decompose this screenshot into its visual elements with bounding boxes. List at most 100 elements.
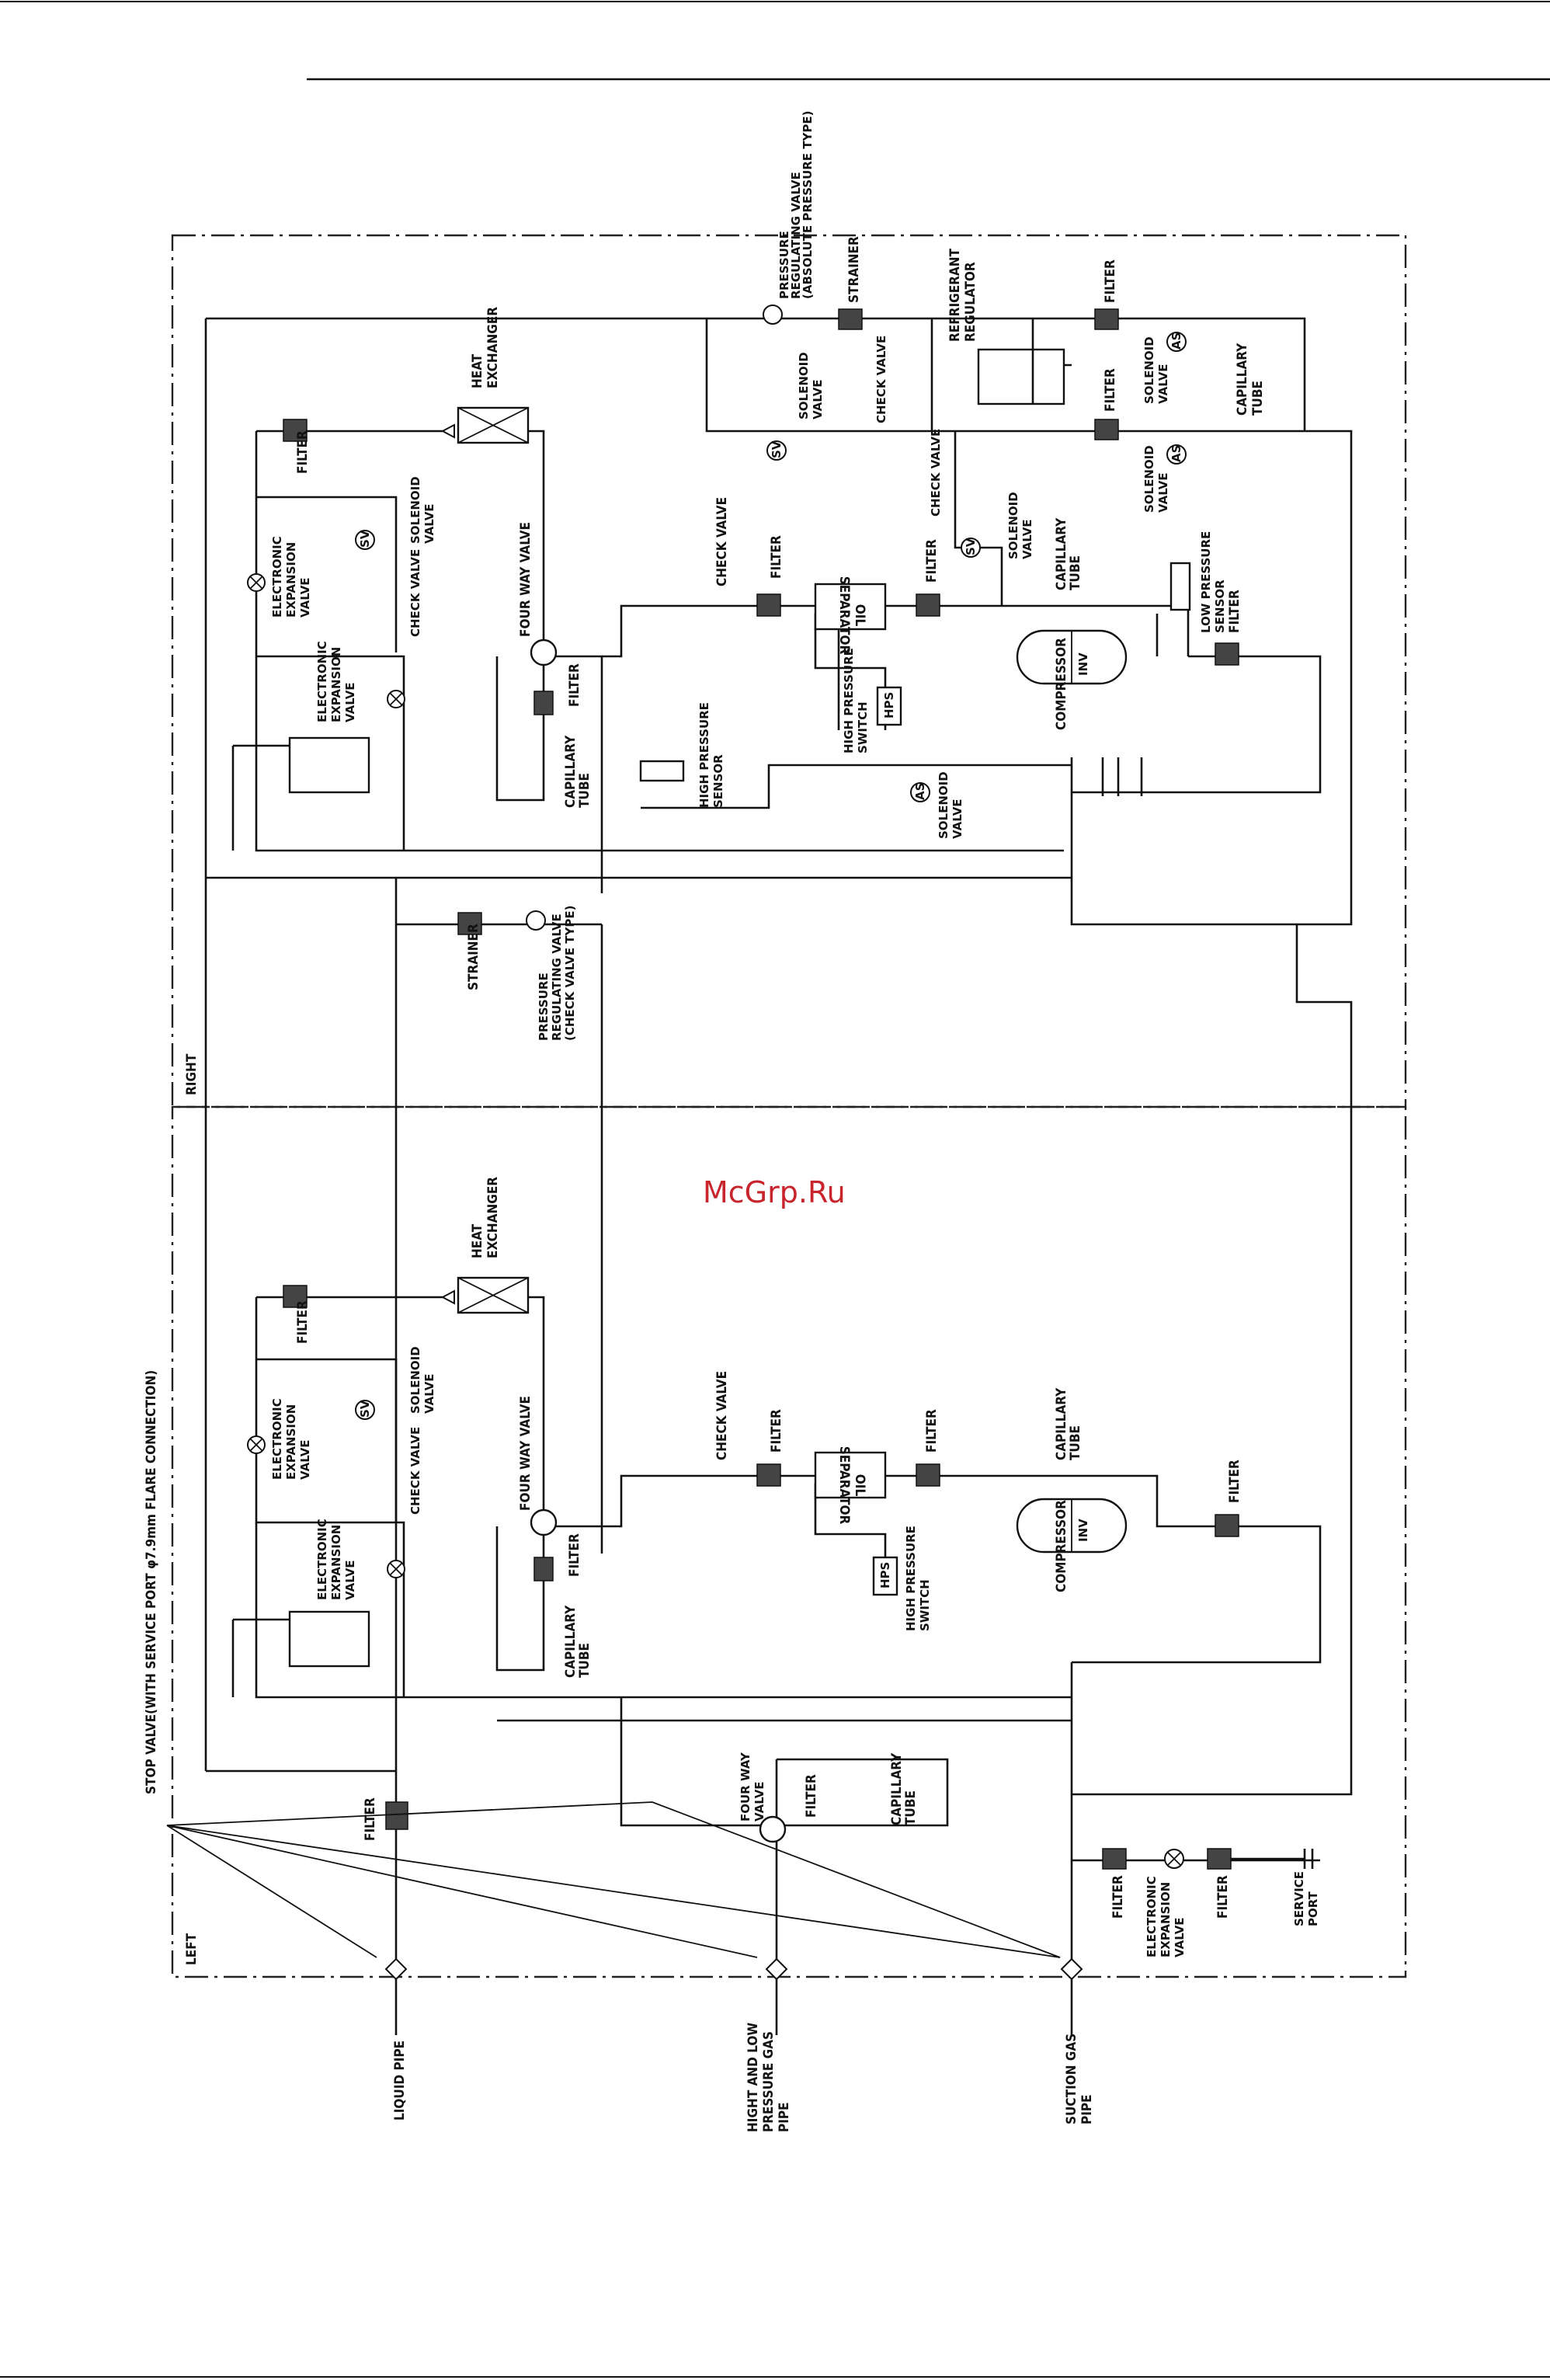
left-capillary-3-label-1: CAPILLARY: [889, 1752, 905, 1825]
svg-text:VALVE: VALVE: [1156, 472, 1170, 513]
right-heat-exchanger-label-1: HEAT: [470, 353, 485, 388]
right-lp-sensor-label-2: SENSOR: [1213, 579, 1227, 633]
svg-text:CAPILLARY: CAPILLARY: [1054, 517, 1069, 590]
right-eev2-label-3: VALVE: [343, 682, 357, 722]
right-eev-heat-exchanger-box: [288, 736, 370, 794]
right-prv-abs-label-1: PRESSURE: [777, 231, 791, 299]
left-heat-exchanger-label-2: EXCHANGER: [485, 1177, 501, 1258]
svg-text:VALVE: VALVE: [1156, 364, 1170, 404]
right-as-text: AS: [913, 783, 927, 800]
right-filter-4way: [533, 691, 554, 715]
right-capillary-1-label-2: TUBE: [577, 773, 593, 808]
left-filter-suction-2: [1207, 1848, 1232, 1870]
svg-text:SOLENOID: SOLENOID: [937, 771, 951, 839]
svg-text:SOLENOID: SOLENOID: [1142, 336, 1156, 404]
right-filter-mid-label: FILTER: [1103, 368, 1118, 412]
left-section-frame: [171, 1105, 1407, 1978]
right-check-valve-4-label: CHECK VALVE: [929, 429, 943, 517]
right-sv-text: SV: [358, 530, 372, 548]
left-filter-4: [1215, 1514, 1239, 1537]
svg-text:REFRIGERANT: REFRIGERANT: [947, 248, 963, 342]
right-strainer-top: [838, 308, 863, 330]
svg-text:VALVE: VALVE: [343, 1560, 357, 1600]
svg-text:VALVE: VALVE: [422, 503, 436, 544]
stop-valves: STOP VALVE(WITH SERVICE PORT φ7.9mm FLAR…: [144, 1370, 1095, 2132]
right-solenoid-4-label-1: SOLENOID: [1006, 492, 1020, 559]
right-solenoid-1-label-2: VALVE: [422, 503, 436, 544]
svg-text:EXPANSION: EXPANSION: [284, 1404, 298, 1480]
svg-text:EXPANSION: EXPANSION: [329, 647, 343, 722]
svg-text:PRESSURE GAS: PRESSURE GAS: [761, 2031, 777, 2132]
svg-text:HIGH PRESSURE: HIGH PRESSURE: [697, 702, 711, 808]
stop-valve-gas: [765, 1957, 788, 1981]
left-eev-heat-exchanger-box: [288, 1610, 370, 1668]
svg-text:VALVE: VALVE: [951, 799, 964, 839]
svg-text:HIGH PRESSURE: HIGH PRESSURE: [842, 648, 856, 753]
left-filter-suction-1-label: FILTER: [1110, 1875, 1126, 1919]
svg-text:TUBE: TUBE: [1068, 1425, 1083, 1460]
svg-text:TUBE: TUBE: [577, 773, 593, 808]
right-prv-check-label-3: (CHECK VALVE TYPE): [563, 906, 577, 1041]
left-filter-3-label: FILTER: [924, 1409, 940, 1453]
svg-text:VALVE: VALVE: [1020, 519, 1034, 559]
left-eev-suction-label-3: VALVE: [1173, 1917, 1187, 1957]
left-capillary-3-label-2: TUBE: [903, 1790, 919, 1825]
left-solenoid-label-1: SOLENOID: [408, 1346, 422, 1414]
svg-text:TUBE: TUBE: [903, 1790, 919, 1825]
left-filter-liquid-label: FILTER: [363, 1797, 378, 1841]
svg-text:REGULATING VALVE: REGULATING VALVE: [789, 172, 803, 299]
svg-text:PRESSURE: PRESSURE: [537, 973, 551, 1041]
right-strainer-bottom-label: STRAINER: [466, 924, 481, 990]
svg-text:PIPE: PIPE: [1079, 2094, 1095, 2124]
svg-text:SENSOR: SENSOR: [711, 754, 725, 808]
left-hps-label-1: HIGH PRESSURE: [904, 1526, 918, 1631]
right-prv-check-label-2: REGULATING VALVE: [550, 913, 564, 1041]
left-filter-4way: [533, 1557, 554, 1581]
left-capillary-2-label-1: CAPILLARY: [1054, 1387, 1069, 1460]
left-filter-2-label: FILTER: [769, 1409, 784, 1453]
right-as-top-text: AS: [1169, 332, 1183, 350]
left-capillary-1-label-2: TUBE: [577, 1643, 593, 1678]
right-eev1-label-1: ELECTRONIC: [270, 536, 284, 618]
svg-text:ELECTRONIC: ELECTRONIC: [270, 536, 284, 618]
right-filter-top: [1094, 308, 1119, 330]
right-solenoid-3-label-1: SOLENOID: [797, 352, 811, 419]
right-filter-4way-label: FILTER: [567, 663, 582, 707]
gas-pipe-label-1: HIGHT AND LOW: [745, 2023, 761, 2132]
svg-text:HEAT: HEAT: [470, 353, 485, 388]
svg-text:SOLENOID: SOLENOID: [408, 1346, 422, 1414]
right-eev2-label-1: ELECTRONIC: [315, 641, 329, 722]
left-filter-3: [916, 1463, 940, 1487]
right-low-pressure-sensor: [1169, 562, 1191, 611]
right-strainer-top-label: STRAINER: [846, 236, 862, 303]
right-as-top-symbol: [1166, 332, 1187, 352]
right-hps-text: HPS: [882, 692, 896, 719]
suction-pipe-label-1: SUCTION GAS: [1064, 2034, 1079, 2124]
svg-text:REGULATOR: REGULATOR: [963, 262, 978, 342]
svg-text:SENSOR: SENSOR: [1213, 579, 1227, 633]
right-sv-top-text: SV: [770, 440, 784, 458]
right-capillary-1-label-1: CAPILLARY: [563, 735, 579, 808]
right-solenoid-6-label-2: VALVE: [1156, 472, 1170, 513]
left-filter-5-label: FILTER: [804, 1774, 819, 1818]
liquid-pipe-label: LIQUID PIPE: [392, 2041, 408, 2121]
left-filter-4-label: FILTER: [1227, 1460, 1242, 1503]
svg-text:EXCHANGER: EXCHANGER: [485, 307, 501, 388]
service-port-label-1: SERVICE: [1292, 1871, 1306, 1926]
right-capillary-2-label-2: TUBE: [1068, 555, 1083, 590]
svg-text:VALVE: VALVE: [811, 379, 825, 419]
svg-text:ELECTRONIC: ELECTRONIC: [315, 641, 329, 722]
svg-text:(CHECK VALVE TYPE): (CHECK VALVE TYPE): [563, 906, 577, 1041]
right-solenoid-5-label-2: VALVE: [1156, 364, 1170, 404]
left-heat-exchanger-label-1: HEAT: [470, 1223, 485, 1258]
right-as-solenoid-symbol: [910, 782, 930, 802]
right-eev2-label-2: EXPANSION: [329, 647, 343, 722]
right-filter-4: [1215, 642, 1239, 666]
svg-text:SEPARATOR: SEPARATOR: [836, 576, 852, 655]
svg-text:REGULATING VALVE: REGULATING VALVE: [550, 913, 564, 1041]
right-capillary-2-label-1: CAPILLARY: [1054, 517, 1069, 590]
left-hps-box: [872, 1556, 898, 1596]
left-unit-components: HEAT EXCHANGER FILTER ELECTRONIC EXPANSI…: [247, 1177, 1320, 1957]
right-eev1-label-3: VALVE: [298, 577, 312, 618]
